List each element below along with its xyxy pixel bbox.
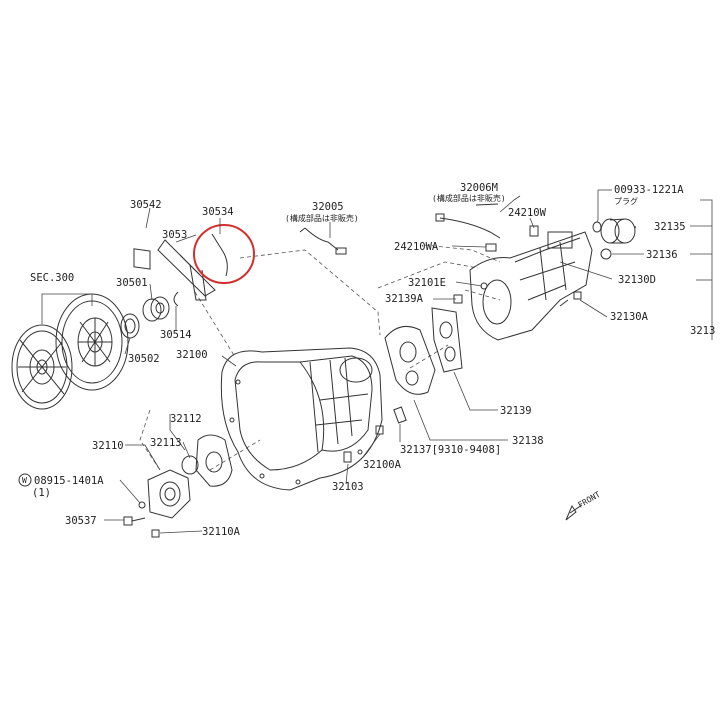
label-30501: 30501 xyxy=(116,277,148,289)
label-32130d: 32130D xyxy=(618,274,656,286)
label-32006m: 32006M xyxy=(460,182,498,194)
release-bearing-30502 xyxy=(120,313,140,339)
washer-08915 xyxy=(138,501,146,509)
label-08915-qty: (1) xyxy=(32,487,51,499)
label-32005: 32005 xyxy=(312,201,344,213)
gasket-32139 xyxy=(431,307,463,373)
label-30534: 30534 xyxy=(202,206,234,218)
ref-circle-w xyxy=(18,473,32,487)
label-24210w: 24210W xyxy=(508,207,547,219)
harness-32006m xyxy=(435,203,501,239)
retainer-spring-30534 xyxy=(211,233,228,277)
bolt-32110a xyxy=(151,529,160,538)
switch-24210wa xyxy=(485,243,497,252)
note-32005: (構成部品は非販売) xyxy=(285,213,359,223)
release-bearing-sleeve-30501 xyxy=(142,296,170,322)
leader-lines xyxy=(104,189,713,534)
part-labels: 30542 30534 3053 32005 (構成部品は非販売) 32006M… xyxy=(22,182,715,538)
plug-32100a xyxy=(375,425,384,435)
label-front: FRONT xyxy=(577,490,603,510)
plug-32103 xyxy=(343,451,352,463)
sec300-bracket xyxy=(41,293,93,324)
clutch-disc xyxy=(11,324,73,410)
label-00933: 00933-1221A xyxy=(614,184,684,196)
oil-seal-32113 xyxy=(181,455,199,475)
rear-extension-32130d xyxy=(469,231,593,341)
switch-32137 xyxy=(393,406,407,424)
label-32101e: 32101E xyxy=(408,277,446,289)
label-32100: 32100 xyxy=(176,349,208,361)
gasket-32112 xyxy=(195,434,233,487)
transmission-case-32100 xyxy=(220,347,383,491)
withdrawal-lever xyxy=(133,239,216,301)
label-32130a: 32130A xyxy=(610,311,649,323)
label-08915: 08915-1401A xyxy=(34,475,104,487)
label-32112: 32112 xyxy=(170,413,202,425)
seal-32136 xyxy=(600,248,612,260)
switch-24210w xyxy=(529,225,539,237)
label-32136: 32136 xyxy=(646,249,678,261)
label-32135: 32135 xyxy=(654,221,686,233)
front-cover-32110 xyxy=(147,469,191,519)
front-arrow xyxy=(565,504,583,521)
label-30502: 30502 xyxy=(128,353,160,365)
assembly-guide-lines xyxy=(139,244,501,471)
label-3213x: 3213 xyxy=(690,325,715,337)
bolt-30537 xyxy=(123,516,146,526)
label-32113: 32113 xyxy=(150,437,182,449)
ref-circle-w-letter: W xyxy=(22,476,27,485)
note-32006m: (構成部品は非販売) xyxy=(432,193,506,203)
label-32100a: 32100A xyxy=(363,459,402,471)
highlight-circle xyxy=(193,224,255,284)
label-32138: 32138 xyxy=(512,435,544,447)
bushing-32135 xyxy=(600,218,636,244)
label-30542: 30542 xyxy=(130,199,162,211)
clip-30514 xyxy=(173,291,179,307)
bolt-32130a xyxy=(559,291,582,307)
label-32110a: 32110A xyxy=(202,526,241,538)
label-sec300: SEC.300 xyxy=(30,272,74,284)
label-32139: 32139 xyxy=(500,405,532,417)
label-30537: 30537 xyxy=(65,515,97,527)
switch-harness-32005 xyxy=(299,227,347,255)
clutch-cover xyxy=(55,293,129,391)
adapter-plate-32138 xyxy=(384,325,436,395)
label-30514: 30514 xyxy=(160,329,192,341)
label-24210wa: 24210WA xyxy=(394,241,439,253)
label-32139a: 32139A xyxy=(385,293,424,305)
label-3053x: 3053 xyxy=(162,229,187,241)
label-32137: 32137[9310-9408] xyxy=(400,444,501,456)
plug-00933 xyxy=(592,221,602,233)
label-32103: 32103 xyxy=(332,481,364,493)
label-32110: 32110 xyxy=(92,440,124,452)
note-00933: プラグ xyxy=(614,196,638,206)
